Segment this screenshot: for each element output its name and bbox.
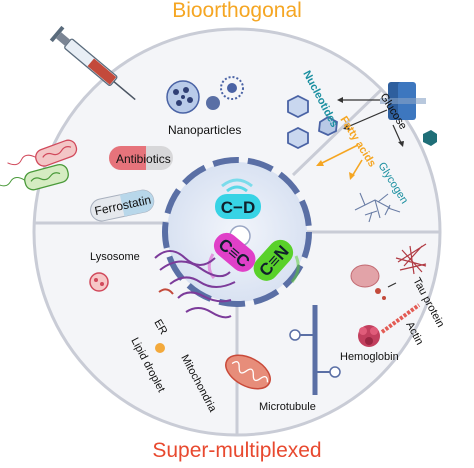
actin-icon (380, 303, 421, 334)
c-d-bond-pill (215, 194, 261, 219)
bioorthogonal-title: Bioorthogonal (172, 0, 302, 22)
hemoglobin-label: Hemoglobin (340, 351, 399, 363)
microtubule-label: Microtubule (259, 401, 316, 413)
lysosome-label: Lysosome (90, 251, 140, 263)
super-multiplexed-title: Super-multiplexed (152, 439, 322, 462)
c-d-bond-label: C−D (221, 198, 255, 217)
c-triple-n-bond-pill (253, 239, 294, 281)
antibiotics-label: Antibiotics (116, 152, 171, 166)
core-dashed-ring (162, 157, 312, 307)
nanoparticle-icon (166, 76, 244, 114)
fatty-acid-arrows (316, 144, 363, 180)
syringe-icon (49, 25, 136, 101)
er-icon (154, 250, 236, 319)
bacteria-icon (0, 139, 78, 191)
lipid-droplet-icon (155, 343, 165, 353)
tau-protein-icon (395, 243, 427, 275)
c-triple-c-bond-pill (213, 232, 256, 272)
hemoglobin-icon (358, 325, 380, 347)
lysosome-icon (89, 272, 109, 292)
cell-membrane-transporter-icon (380, 82, 437, 146)
divider-top-right (291, 88, 383, 177)
mitochondria-icon (225, 354, 271, 390)
nucleotide-structure-icon (287, 94, 338, 150)
c-d-bond-group: C−D (215, 178, 261, 219)
pathway-arrows (337, 97, 404, 147)
pill-icon (109, 146, 173, 170)
microtubule-icon (289, 305, 341, 395)
glycogen-icon (354, 192, 401, 223)
nanoparticles-label: Nanoparticles (168, 123, 241, 137)
protein-aggregate-icon (350, 264, 397, 300)
